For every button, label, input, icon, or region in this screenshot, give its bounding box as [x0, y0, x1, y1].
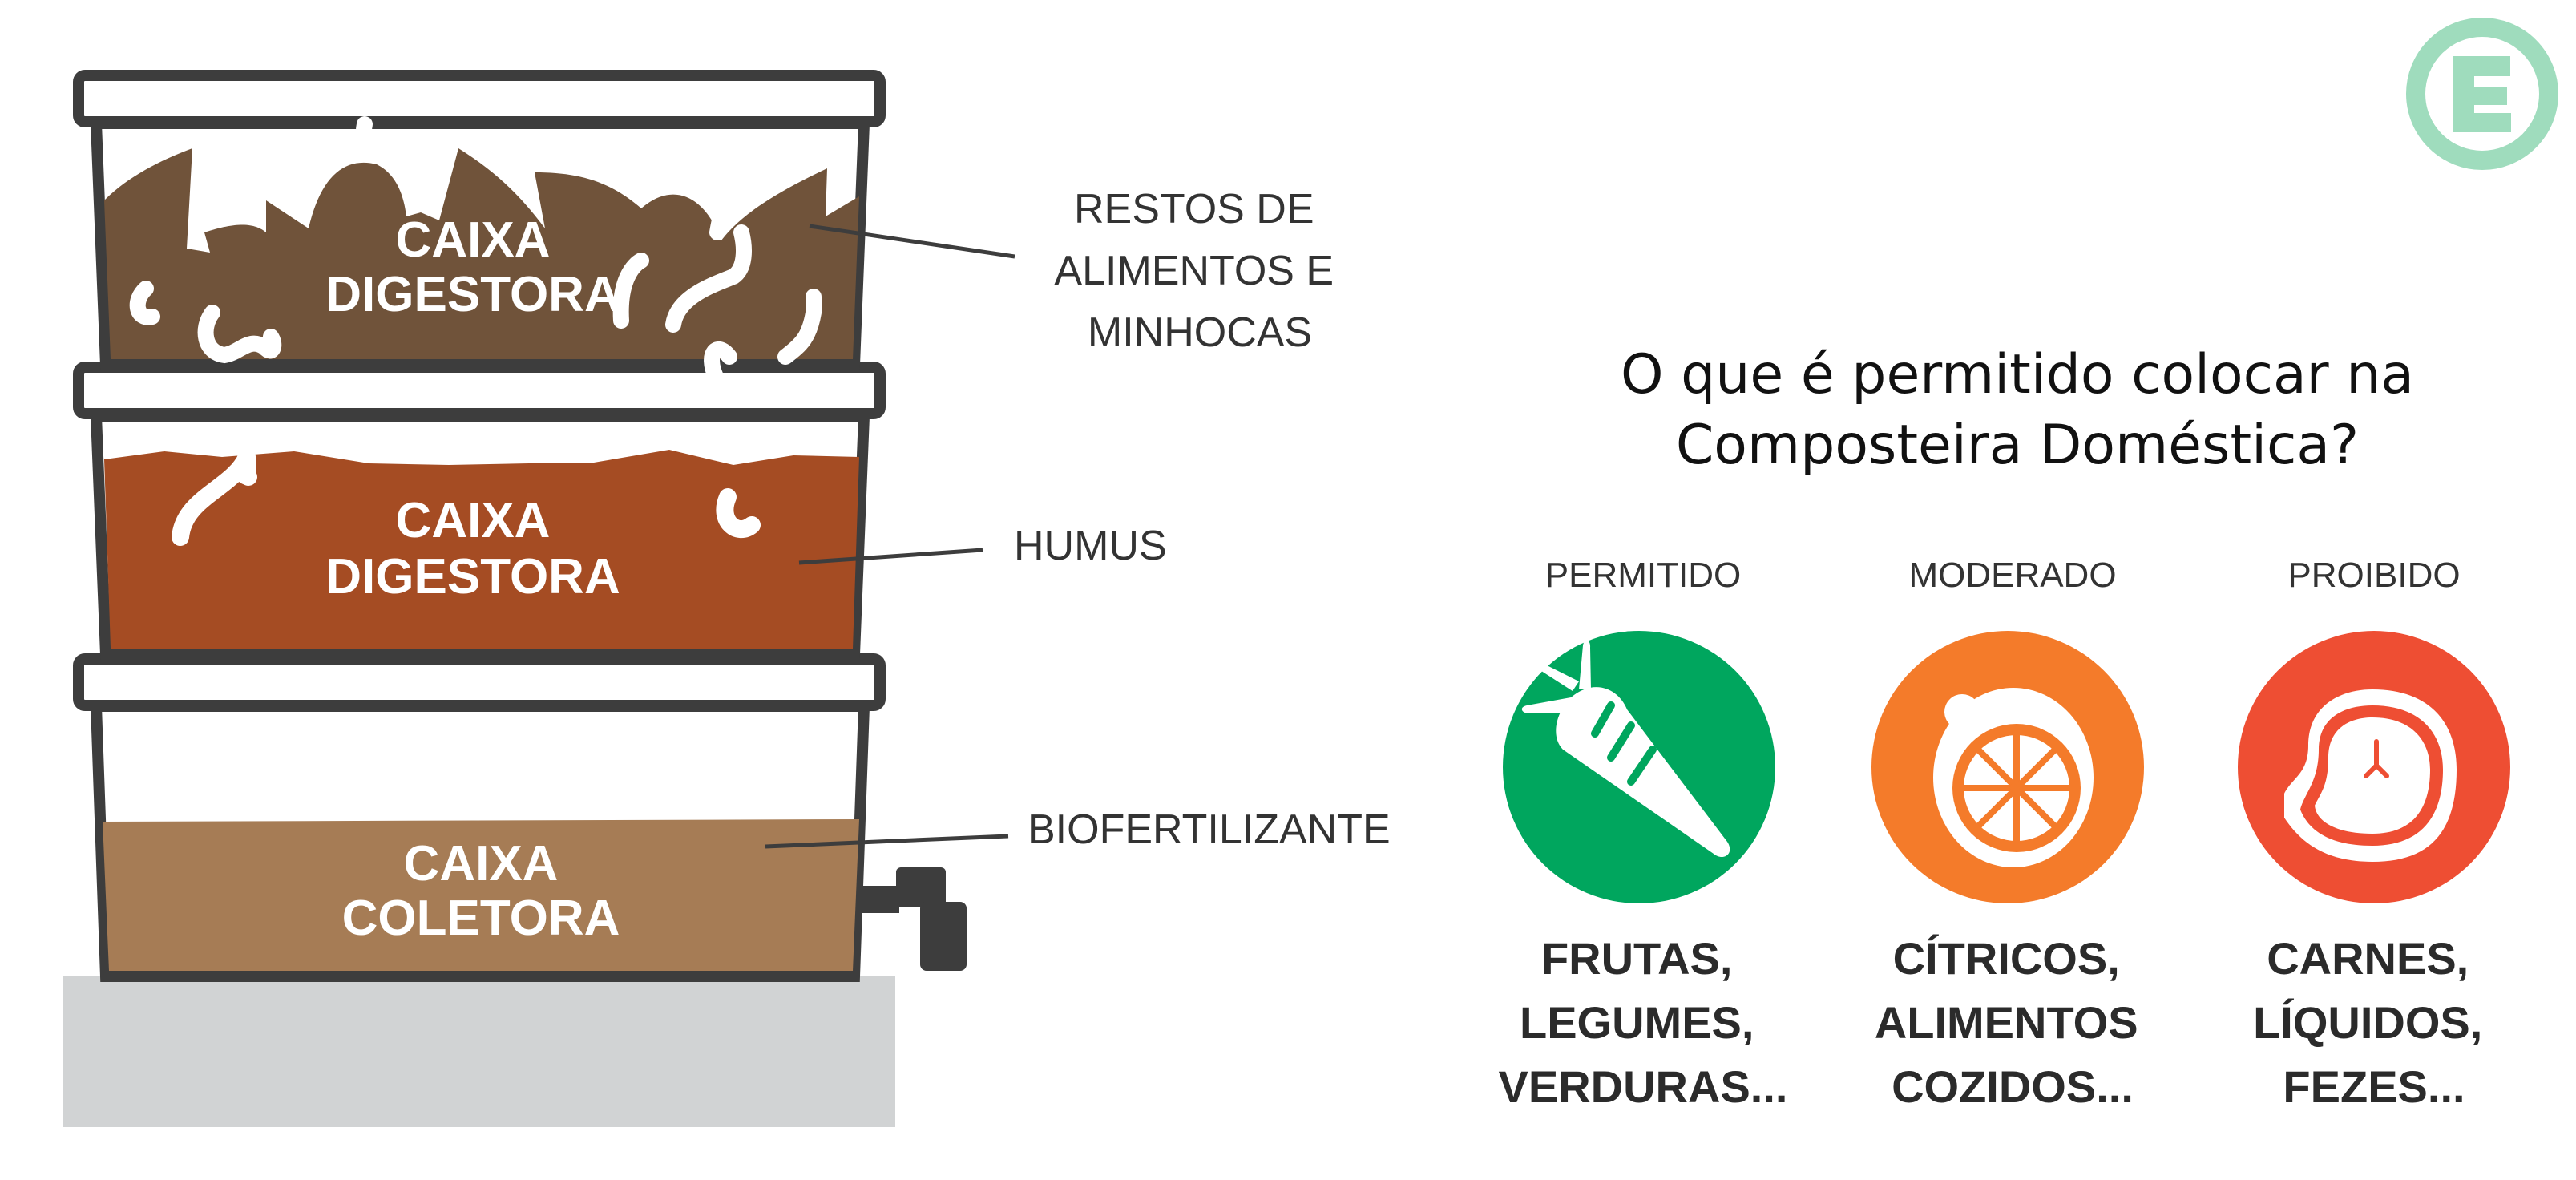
logo [2406, 18, 2558, 170]
callout-food-scraps: RESTOS DE ALIMENTOS E MINHOCAS [1054, 186, 1345, 356]
category-label: PERMITIDO [1545, 556, 1741, 595]
category-label: PROIBIDO [2287, 556, 2460, 595]
humus-box-label-line2: DIGESTORA [325, 549, 620, 604]
spigot-icon [859, 867, 967, 971]
collector-box-label-line2: COLETORA [342, 891, 620, 946]
collector-box: CAIXA COLETORA [73, 653, 967, 982]
category-label: MODERADO [1908, 556, 2116, 595]
worm-icon [172, 425, 257, 546]
category-permitido: PERMITIDO FRUTAS, LEGUMES, VERDURAS... [1499, 556, 1788, 1112]
humus-box: CAIXA DIGESTORA [73, 362, 886, 660]
digester-box-label-line1: CAIXA [396, 212, 551, 268]
logo-letter-e-icon [2453, 56, 2511, 132]
category-moderado: MODERADO CÍTRICOS, ALIMENTOS COZIDOS... [1871, 556, 2150, 1112]
base-stand [63, 976, 895, 1127]
orange-slice-icon [1933, 688, 2094, 867]
digester-box-label-line2: DIGESTORA [325, 267, 620, 322]
category-proibido: PROIBIDO CARNES, LÍQUIDOS, FEZES... [2238, 556, 2510, 1112]
worms-icon [129, 116, 822, 385]
worm-icon [716, 488, 761, 538]
title-line1: O que é permitido colocar na [1621, 343, 2414, 406]
steak-icon [2284, 689, 2457, 862]
examples-proibido: CARNES, LÍQUIDOS, FEZES... [2253, 933, 2495, 1112]
title-line2: Composteira Doméstica? [1676, 414, 2359, 477]
collector-box-label-line1: CAIXA [404, 836, 559, 891]
callout-biofertilizer: BIOFERTILIZANTE [1028, 806, 1391, 853]
callout-lines [765, 224, 1015, 849]
examples-moderado: CÍTRICOS, ALIMENTOS COZIDOS... [1875, 933, 2150, 1112]
humus-box-label-line1: CAIXA [396, 493, 551, 548]
examples-permitido: FRUTAS, LEGUMES, VERDURAS... [1499, 933, 1788, 1112]
digester-box: CAIXA DIGESTORA [73, 70, 886, 385]
callout-humus: HUMUS [1014, 523, 1167, 569]
carrot-icon [1521, 640, 1730, 858]
